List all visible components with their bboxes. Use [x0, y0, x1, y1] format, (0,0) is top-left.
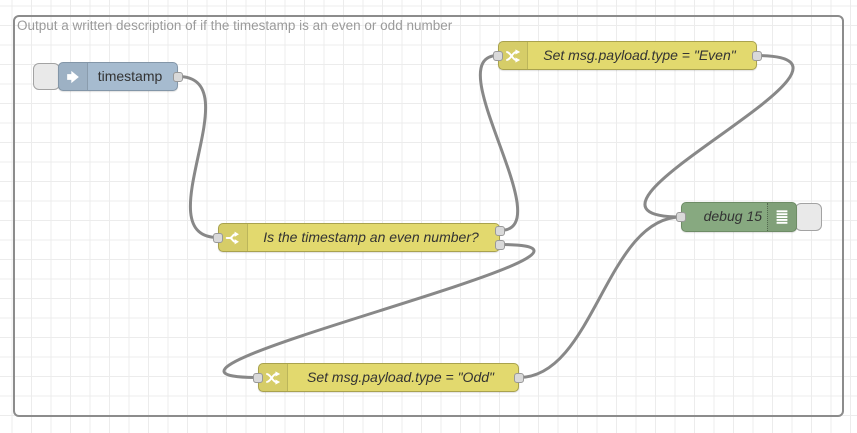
debug-15-label: debug 15 — [703, 208, 762, 224]
inject-timestamp-label: timestamp — [97, 68, 163, 84]
group-label: Output a written description of if the t… — [17, 18, 453, 33]
change-even-input-port[interactable] — [493, 50, 503, 61]
debug-list-icon — [773, 208, 791, 226]
inject-timestamp-icon-region — [59, 63, 88, 90]
inject-arrow-icon — [64, 68, 82, 86]
wire-change-even-to-debug-15[interactable] — [643, 54, 795, 219]
change-odd-node[interactable]: Set msg.payload.type = "Odd" — [258, 363, 519, 392]
change-odd-input-port[interactable] — [253, 372, 263, 383]
change-even-label: Set msg.payload.type = "Even" — [543, 47, 736, 63]
inject-timestamp-node[interactable]: timestamp — [58, 62, 178, 91]
wire-inject-timestamp-to-switch-even-check[interactable] — [176, 75, 220, 239]
switch-even-check-node[interactable]: Is the timestamp an even number? — [218, 223, 500, 252]
change-odd-output-port-0[interactable] — [514, 372, 524, 383]
inject-timestamp-button[interactable] — [33, 62, 60, 90]
inject-timestamp-output-port-0[interactable] — [173, 71, 183, 82]
wire-change-odd-to-debug-15[interactable] — [517, 215, 683, 379]
switch-fork-icon — [224, 229, 242, 247]
change-swap-icon — [504, 47, 522, 65]
debug-15-icon-region — [767, 203, 796, 231]
switch-even-check-input-port[interactable] — [213, 232, 223, 243]
change-odd-label: Set msg.payload.type = "Odd" — [307, 369, 494, 385]
change-even-icon-region — [499, 42, 528, 69]
switch-even-check-label: Is the timestamp an even number? — [263, 229, 479, 245]
switch-even-check-output-port-0[interactable] — [495, 225, 505, 236]
debug-15-button[interactable] — [795, 202, 822, 231]
flow-group[interactable] — [13, 15, 844, 417]
switch-even-check-output-port-1[interactable] — [495, 239, 505, 250]
wire-switch-even-check-to-change-odd[interactable] — [222, 243, 536, 379]
change-even-node[interactable]: Set msg.payload.type = "Even" — [498, 41, 757, 70]
wire-switch-even-check-to-change-even[interactable] — [478, 54, 520, 232]
change-even-output-port-0[interactable] — [752, 50, 762, 61]
debug-15-node[interactable]: debug 15 — [681, 202, 797, 232]
debug-15-input-port[interactable] — [676, 212, 686, 222]
switch-even-check-icon-region — [219, 224, 248, 251]
change-swap-icon — [264, 369, 282, 387]
change-odd-icon-region — [259, 364, 288, 391]
